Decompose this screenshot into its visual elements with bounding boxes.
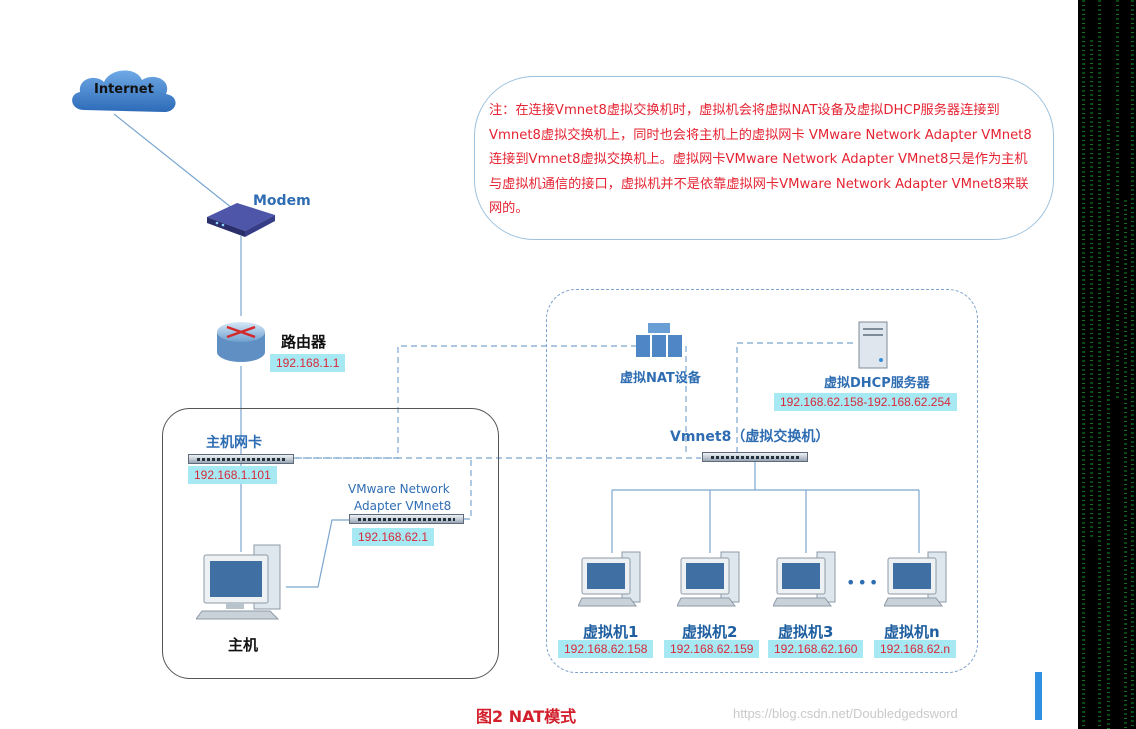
vmnet8-adapter-label-1: VMware Network [348, 482, 450, 496]
host-computer-icon [196, 544, 281, 620]
matrix-background-strip [1078, 0, 1136, 729]
modem-icon [207, 203, 275, 237]
vm-ellipsis: ••• [846, 573, 881, 592]
internet-cloud: Internet [66, 64, 180, 120]
cloud-icon [72, 70, 176, 112]
vm-n-ip: 192.168.62.n [874, 640, 957, 658]
host-nic-label: 主机网卡 [206, 435, 262, 451]
vm-3-computer-icon [773, 551, 836, 607]
router-label: 路由器 [281, 333, 327, 351]
vm-1-computer-icon [578, 551, 641, 607]
host-boundary [162, 408, 499, 679]
host-nic-switch-icon [188, 454, 294, 464]
vm-n-name: 虚拟机n [884, 623, 940, 641]
watermark: https://blog.csdn.net/Doubledgedsword [733, 706, 958, 721]
vm-2-name: 虚拟机2 [682, 623, 738, 641]
blue-bar [1035, 672, 1042, 720]
dhcp-ip-range: 192.168.62.158-192.168.62.254 [774, 393, 957, 411]
nat-device-icon [636, 323, 682, 357]
dhcp-server-icon [858, 321, 888, 369]
vmnet8-adapter-ip: 192.168.62.1 [352, 528, 435, 546]
internet-label: Internet [94, 82, 154, 97]
vm-3-ip: 192.168.62.160 [768, 640, 864, 658]
vm-2-computer-icon [677, 551, 740, 607]
vm-3-name: 虚拟机3 [778, 623, 834, 641]
nat-device-label: 虚拟NAT设备 [620, 371, 701, 386]
vm-2-ip: 192.168.62.159 [664, 640, 760, 658]
modem-label: Modem [253, 193, 311, 209]
vmnet8-adapter-switch-icon [349, 514, 464, 524]
figure-caption: 图2 NAT模式 [476, 707, 577, 726]
host-label: 主机 [228, 636, 259, 654]
note-bubble: 注：在连接Vmnet8虚拟交换机时，虚拟机会将虚拟NAT设备及虚拟DHCP服务器… [474, 76, 1054, 240]
router-icon [217, 322, 265, 362]
vm-1-name: 虚拟机1 [583, 623, 639, 641]
vswitch-label: Vmnet8（虚拟交换机） [670, 429, 830, 445]
vm-boundary [546, 289, 978, 673]
vmnet8-adapter-label-2: Adapter VMnet8 [354, 499, 452, 513]
vm-1-ip: 192.168.62.158 [558, 640, 654, 658]
dhcp-label: 虚拟DHCP服务器 [824, 376, 930, 391]
router-ip: 192.168.1.1 [270, 354, 346, 372]
vswitch-icon [702, 452, 808, 462]
host-nic-ip: 192.168.1.101 [188, 466, 277, 484]
vm-n-computer-icon [884, 551, 947, 607]
